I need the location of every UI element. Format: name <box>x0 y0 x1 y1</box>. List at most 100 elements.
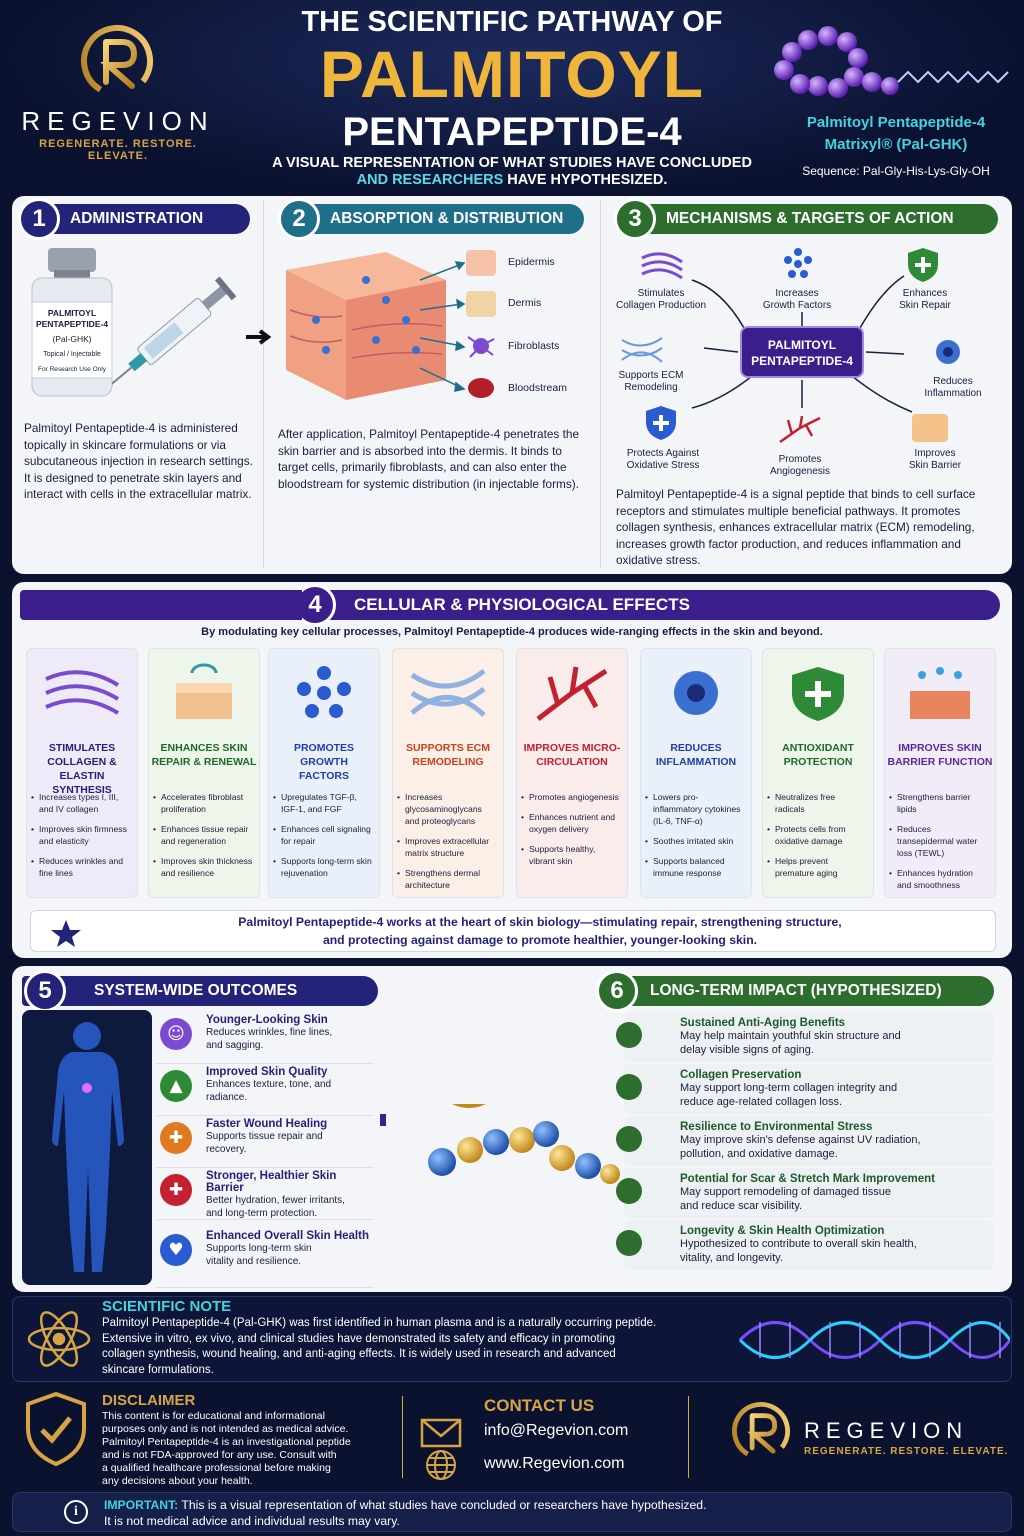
marker <box>380 1114 386 1126</box>
disclaimer-line: and is not FDA-approved for any use. Con… <box>102 1449 337 1461</box>
summary-line: and protecting against damage to promote… <box>322 933 758 947</box>
subtitle-and: AND <box>356 172 389 188</box>
note-line: collagen synthesis, wound healing, and a… <box>102 1348 616 1360</box>
disclaimer-text: This content is for educational and info… <box>102 1410 402 1488</box>
effect-bullet: Improves skin thickness and resilience <box>153 855 253 879</box>
center-peptide-node: PALMITOYL PENTAPEPTIDE-4 <box>740 326 864 378</box>
section-number: 2 <box>278 198 320 240</box>
effect-bullet: Improves skin firmness and elasticity <box>31 823 131 847</box>
center-line: PALMITOYL <box>767 338 837 352</box>
long-term-title: Collagen Preservation <box>680 1069 802 1081</box>
footer-brand-tagline: REGENERATE. RESTORE. ELEVATE. <box>804 1446 1009 1457</box>
peptide-molecule-icon <box>770 20 1020 110</box>
summary-line: Palmitoyl Pentapeptide-4 works at the he… <box>238 915 842 929</box>
brand-tagline: REGENERATE. RESTORE. ELEVATE. <box>39 138 197 162</box>
effect-card: SUPPORTS ECMREMODELINGIncreases glycosam… <box>392 648 504 898</box>
subtitle-line-a: A VISUAL REPRESENTATION OF WHAT STUDIES … <box>272 155 752 171</box>
contact-email[interactable]: info@Regevion.com <box>484 1422 629 1439</box>
effect-card-title-line: REPAIR & RENEWAL <box>151 756 257 768</box>
long-term-desc: May support remodeling of damaged tissue <box>680 1186 891 1198</box>
effect-card-title: PROMOTES GROWTH FACTORS <box>269 741 379 785</box>
divider <box>600 200 601 568</box>
effect-card-title-line: FACTORS <box>299 770 349 782</box>
dna-helix-icon <box>730 1300 1012 1378</box>
disclaimer-line: any decisions about your health. <box>102 1475 253 1487</box>
important-text: IMPORTANT: This is a visual representati… <box>104 1497 1004 1529</box>
subtitle-line-b: AND RESEARCHERS HAVE HYPOTHESIZED. <box>212 172 812 189</box>
heart-icon: ♥ <box>160 1234 192 1266</box>
disclaimer-title: DISCLAIMER <box>102 1392 196 1409</box>
face-icon: ☺ <box>160 1018 192 1050</box>
target-line: Supports ECM <box>618 370 684 381</box>
section-4-header: 4 CELLULAR & PHYSIOLOGICAL EFFECTS <box>294 584 1000 626</box>
email-icon <box>420 1418 462 1448</box>
shield-check-icon <box>22 1390 90 1468</box>
section-title: MECHANISMS & TARGETS OF ACTION <box>666 210 954 227</box>
disclaimer-line: a qualified healthcare professional befo… <box>102 1462 331 1474</box>
effect-card: IMPROVES MICRO-CIRCULATIONPromotes angio… <box>516 648 628 898</box>
effect-card-title-line: IMPROVES MICRO- <box>523 742 621 754</box>
section-3-header: 3 MECHANISMS & TARGETS OF ACTION <box>614 198 998 240</box>
layer-label: Dermis <box>508 297 542 309</box>
note-line: skincare formulations. <box>102 1363 214 1376</box>
effect-card-title-line: SUPPORTS ECM <box>405 742 490 754</box>
important-line-2: It is not medical advice and individual … <box>104 1514 400 1528</box>
effect-bullet: Helps prevent premature aging <box>767 855 867 879</box>
effect-bullet: Supports healthy, vibrant skin <box>521 843 621 867</box>
section-title: ABSORPTION & DISTRIBUTION <box>330 210 564 227</box>
section-4-intro: By modulating key cellular processes, Pa… <box>201 626 823 638</box>
vial-icon <box>22 248 122 398</box>
effect-card-bullets: Lowers pro-inflammatory cytokines (IL-6,… <box>641 791 751 879</box>
scientific-note-title: SCIENTIFIC NOTE <box>102 1298 232 1315</box>
effect-card-title-line: PROMOTES GROWTH <box>293 742 355 768</box>
target-line: Collagen Production <box>615 300 707 311</box>
target-line: Promotes <box>778 454 822 465</box>
long-term-desc: May help maintain youthful skin structur… <box>680 1030 901 1042</box>
target-line: Growth Factors <box>762 300 832 311</box>
divider <box>263 200 264 568</box>
skin-barrier-icon <box>900 663 980 723</box>
regevion-logo-icon <box>76 20 158 102</box>
layer-label: Bloodstream <box>508 382 567 394</box>
contact-title: CONTACT US <box>484 1396 595 1415</box>
growth-factors-icon <box>284 663 364 723</box>
target-line: Protects Against <box>626 448 700 459</box>
molecule-name-1: Palmitoyl Pentapeptide-4 <box>806 114 986 131</box>
outcome-desc: radiance. <box>206 1092 248 1103</box>
syringe-icon <box>104 250 252 400</box>
disclaimer-line: This content is for educational and info… <box>102 1410 325 1422</box>
fibroblast-icon <box>466 333 496 359</box>
effect-bullet: Protects cells from oxidative damage <box>767 823 867 847</box>
long-term-title: Resilience to Environmental Stress <box>680 1121 873 1133</box>
steps-panel <box>12 196 1012 574</box>
target-line: Stimulates <box>637 288 685 299</box>
contact-website[interactable]: www.Regevion.com <box>484 1455 625 1472</box>
effect-card-bullets: Accelerates fibroblast proliferationEnha… <box>149 791 259 879</box>
effect-bullet: Strengthens dermal architecture <box>397 867 497 891</box>
effect-card-title-line: ANTIOXIDANT <box>782 742 854 754</box>
growth-factors-icon <box>778 246 818 282</box>
long-term-text: Potential for Scar & Stretch Mark Improv… <box>680 1173 990 1213</box>
effect-bullet: Supports balanced immune response <box>645 855 745 879</box>
long-term-icon <box>616 1230 642 1256</box>
effect-card-bullets: Neutralizes free radicalsProtects cells … <box>763 791 873 879</box>
effect-card-title-line: ENHANCES SKIN <box>160 742 248 754</box>
molecule-sequence: Sequence: Pal-Gly-His-Lys-Gly-OH <box>802 164 990 178</box>
header <box>0 0 1024 195</box>
